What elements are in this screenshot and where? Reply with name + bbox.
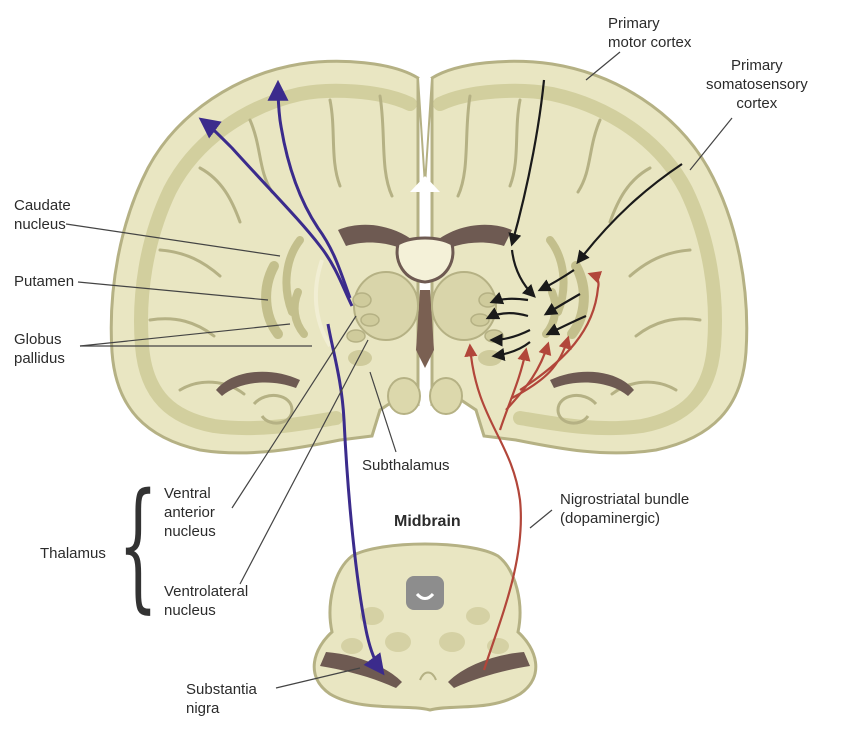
label-text: nucleus <box>164 601 248 620</box>
label-text: Primary <box>608 14 691 33</box>
label-putamen: Putamen <box>14 272 74 291</box>
label-text: Caudate <box>14 196 71 215</box>
label-text: cortex <box>706 94 808 113</box>
subthalamic-region-left <box>388 378 420 414</box>
label-text: Primary <box>706 56 808 75</box>
label-text: Ventral <box>164 484 216 503</box>
label-globus-pallidus: Globus pallidus <box>14 330 65 368</box>
label-nigrostriatal-bundle: Nigrostriatal bundle (dopaminergic) <box>560 490 689 528</box>
label-text: Putamen <box>14 272 74 291</box>
label-ventrolateral-nucleus: Ventrolateral nucleus <box>164 582 248 620</box>
leader-nigrostriatal <box>530 510 552 528</box>
subthalamic-nucleus-left <box>348 350 372 366</box>
label-text: nucleus <box>164 522 216 541</box>
label-text: somatosensory <box>706 75 808 94</box>
label-caudate-nucleus: Caudate nucleus <box>14 196 71 234</box>
label-primary-motor-cortex: Primary motor cortex <box>608 14 691 52</box>
subthalamic-region-right <box>430 378 462 414</box>
label-text: Thalamus <box>40 544 106 563</box>
label-text: Substantia <box>186 680 257 699</box>
label-text: nigra <box>186 699 257 718</box>
label-text: Subthalamus <box>362 456 450 475</box>
label-text: anterior <box>164 503 216 522</box>
label-text: nucleus <box>14 215 71 234</box>
midbrain-section <box>314 544 536 710</box>
interhemispheric-fissure <box>418 78 432 185</box>
midbrain-outline <box>314 544 536 710</box>
label-ventral-anterior-nucleus: Ventral anterior nucleus <box>164 484 216 541</box>
subthalamic-nucleus-right <box>478 350 502 366</box>
label-text: pallidus <box>14 349 65 368</box>
label-primary-somatosensory-cortex: Primary somatosensory cortex <box>706 56 808 113</box>
label-text: Globus <box>14 330 65 349</box>
leader-somatosensory <box>690 118 732 170</box>
label-substantia-nigra: Substantia nigra <box>186 680 257 718</box>
cerebral-aqueduct <box>406 576 444 610</box>
label-text: (dopaminergic) <box>560 509 689 528</box>
label-text: Nigrostriatal bundle <box>560 490 689 509</box>
label-text: Midbrain <box>394 512 461 531</box>
label-thalamus: Thalamus <box>40 544 106 563</box>
leader-motor-cortex <box>586 52 620 80</box>
label-midbrain: Midbrain <box>394 512 461 531</box>
label-text: Ventrolateral <box>164 582 248 601</box>
thalamus-brace: { <box>118 476 158 616</box>
label-subthalamus: Subthalamus <box>362 456 450 475</box>
label-text: motor cortex <box>608 33 691 52</box>
